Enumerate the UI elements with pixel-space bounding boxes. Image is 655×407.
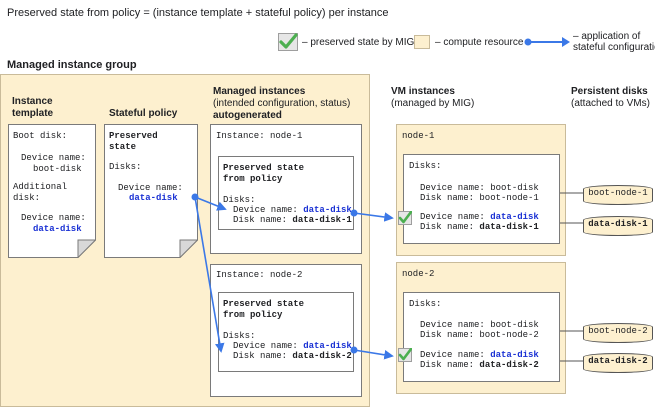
- legend-stateful-label-1: – application of: [573, 31, 641, 42]
- template-boot-label: Boot disk:: [13, 131, 68, 141]
- vm-disks-label: Disks:: [409, 299, 442, 309]
- policy-data-value: data-disk: [129, 193, 178, 203]
- col-disks-2: (attached to VMs): [571, 98, 650, 109]
- pd-data-disk-2: data-disk-2: [583, 350, 653, 373]
- pd-data-disk-1: data-disk-1: [583, 213, 653, 236]
- pd-label: boot-node-2: [588, 326, 648, 336]
- vm-data-device-row: Device name: data-disk: [420, 212, 539, 223]
- vm-boot-device: Device name: boot-disk: [420, 183, 539, 193]
- vm-data-disk-row: Disk name: data-disk-1: [420, 222, 539, 233]
- preserved-disk-row: Disk name: data-disk-2: [233, 351, 352, 362]
- disk-value: data-disk-1: [292, 215, 352, 225]
- vm-disks-box: [403, 154, 560, 244]
- template-additional-1: Additional: [13, 182, 68, 192]
- device-label: Device name:: [233, 341, 304, 351]
- device-label: Device name:: [420, 350, 491, 360]
- vm-data-disk-row: Disk name: data-disk-2: [420, 360, 539, 371]
- device-value: data-disk: [303, 341, 352, 351]
- col-policy: Stateful policy: [109, 108, 178, 119]
- col-template-2: template: [12, 108, 54, 119]
- preserved-device-row: Device name: data-disk: [233, 205, 352, 216]
- vm-disks-label: Disks:: [409, 161, 442, 171]
- preserved-disk-row: Disk name: data-disk-1: [233, 215, 352, 226]
- vm-boot-disk: Disk name: boot-node-2: [420, 330, 539, 340]
- legend-check-icon: [278, 33, 298, 51]
- preserved-check-icon: [398, 211, 412, 225]
- preserved-state-title-2: from policy: [223, 174, 283, 184]
- template-doc-shape: [8, 124, 96, 258]
- disk-value: data-disk-1: [479, 222, 539, 232]
- managed-instance-title: Instance: node-2: [216, 270, 303, 280]
- legend-preserved-label: – preserved state by MIG: [302, 37, 415, 48]
- vm-name: node-2: [402, 269, 435, 279]
- disk-label: Disk name:: [420, 222, 480, 232]
- pd-label: boot-node-1: [588, 188, 648, 198]
- pd-label: data-disk-2: [588, 356, 648, 366]
- device-label: Device name:: [420, 212, 491, 222]
- template-data-value: data-disk: [33, 224, 82, 234]
- preserved-check-icon: [398, 348, 412, 362]
- mig-label: Managed instance group: [7, 59, 137, 71]
- col-template-1: Instance: [12, 96, 53, 107]
- preserved-device-row: Device name: data-disk: [233, 341, 352, 352]
- vm-disks-box: [403, 292, 560, 382]
- legend-compute-swatch: [414, 35, 430, 49]
- pd-boot-node-1: boot-node-1: [583, 182, 653, 205]
- disk-value: data-disk-2: [292, 351, 352, 361]
- disk-label: Disk name:: [233, 215, 293, 225]
- policy-preserved-1: Preserved: [109, 131, 158, 141]
- managed-instance-title: Instance: node-1: [216, 131, 303, 141]
- device-label: Device name:: [233, 205, 304, 215]
- template-additional-2: disk:: [13, 193, 41, 203]
- template-boot-value: boot-disk: [33, 164, 82, 174]
- col-disks-1: Persistent disks: [571, 86, 648, 97]
- vm-boot-disk: Disk name: boot-node-1: [420, 193, 539, 203]
- template-device-label-2: Device name:: [21, 213, 86, 223]
- diagram-title: Preserved state from policy = (instance …: [7, 7, 389, 19]
- pd-boot-node-2: boot-node-2: [583, 320, 653, 343]
- policy-disks-label: Disks:: [109, 162, 142, 172]
- pd-label: data-disk-1: [588, 219, 648, 229]
- preserved-state-title-1: Preserved state: [223, 299, 305, 309]
- vm-data-device-row: Device name: data-disk: [420, 350, 539, 361]
- preserved-state-box: [218, 156, 354, 230]
- preserved-state-title-2: from policy: [223, 310, 283, 320]
- disk-label: Disk name:: [233, 351, 293, 361]
- device-value: data-disk: [490, 212, 539, 222]
- legend-stateful-arrow-icon: [524, 37, 570, 47]
- col-managed-1: Managed instances: [213, 86, 306, 97]
- col-managed-3: autogenerated: [213, 110, 282, 121]
- col-vm-2: (managed by MIG): [391, 98, 475, 109]
- col-managed-2: (intended configuration, status): [213, 98, 351, 109]
- disk-label: Disk name:: [420, 360, 480, 370]
- policy-preserved-2: state: [109, 142, 137, 152]
- template-device-label: Device name:: [21, 153, 86, 163]
- col-vm-1: VM instances: [391, 86, 455, 97]
- vm-name: node-1: [402, 131, 435, 141]
- preserved-disks-label: Disks:: [223, 331, 256, 341]
- legend-compute-label: – compute resource: [435, 37, 524, 48]
- vm-boot-device: Device name: boot-disk: [420, 320, 539, 330]
- device-value: data-disk: [490, 350, 539, 360]
- preserved-state-title-1: Preserved state: [223, 163, 305, 173]
- policy-doc-shape: [104, 124, 198, 258]
- policy-device-label: Device name:: [118, 183, 183, 193]
- preserved-disks-label: Disks:: [223, 195, 256, 205]
- legend-stateful-label-2: stateful configuration: [573, 42, 655, 53]
- disk-value: data-disk-2: [479, 360, 539, 370]
- device-value: data-disk: [303, 205, 352, 215]
